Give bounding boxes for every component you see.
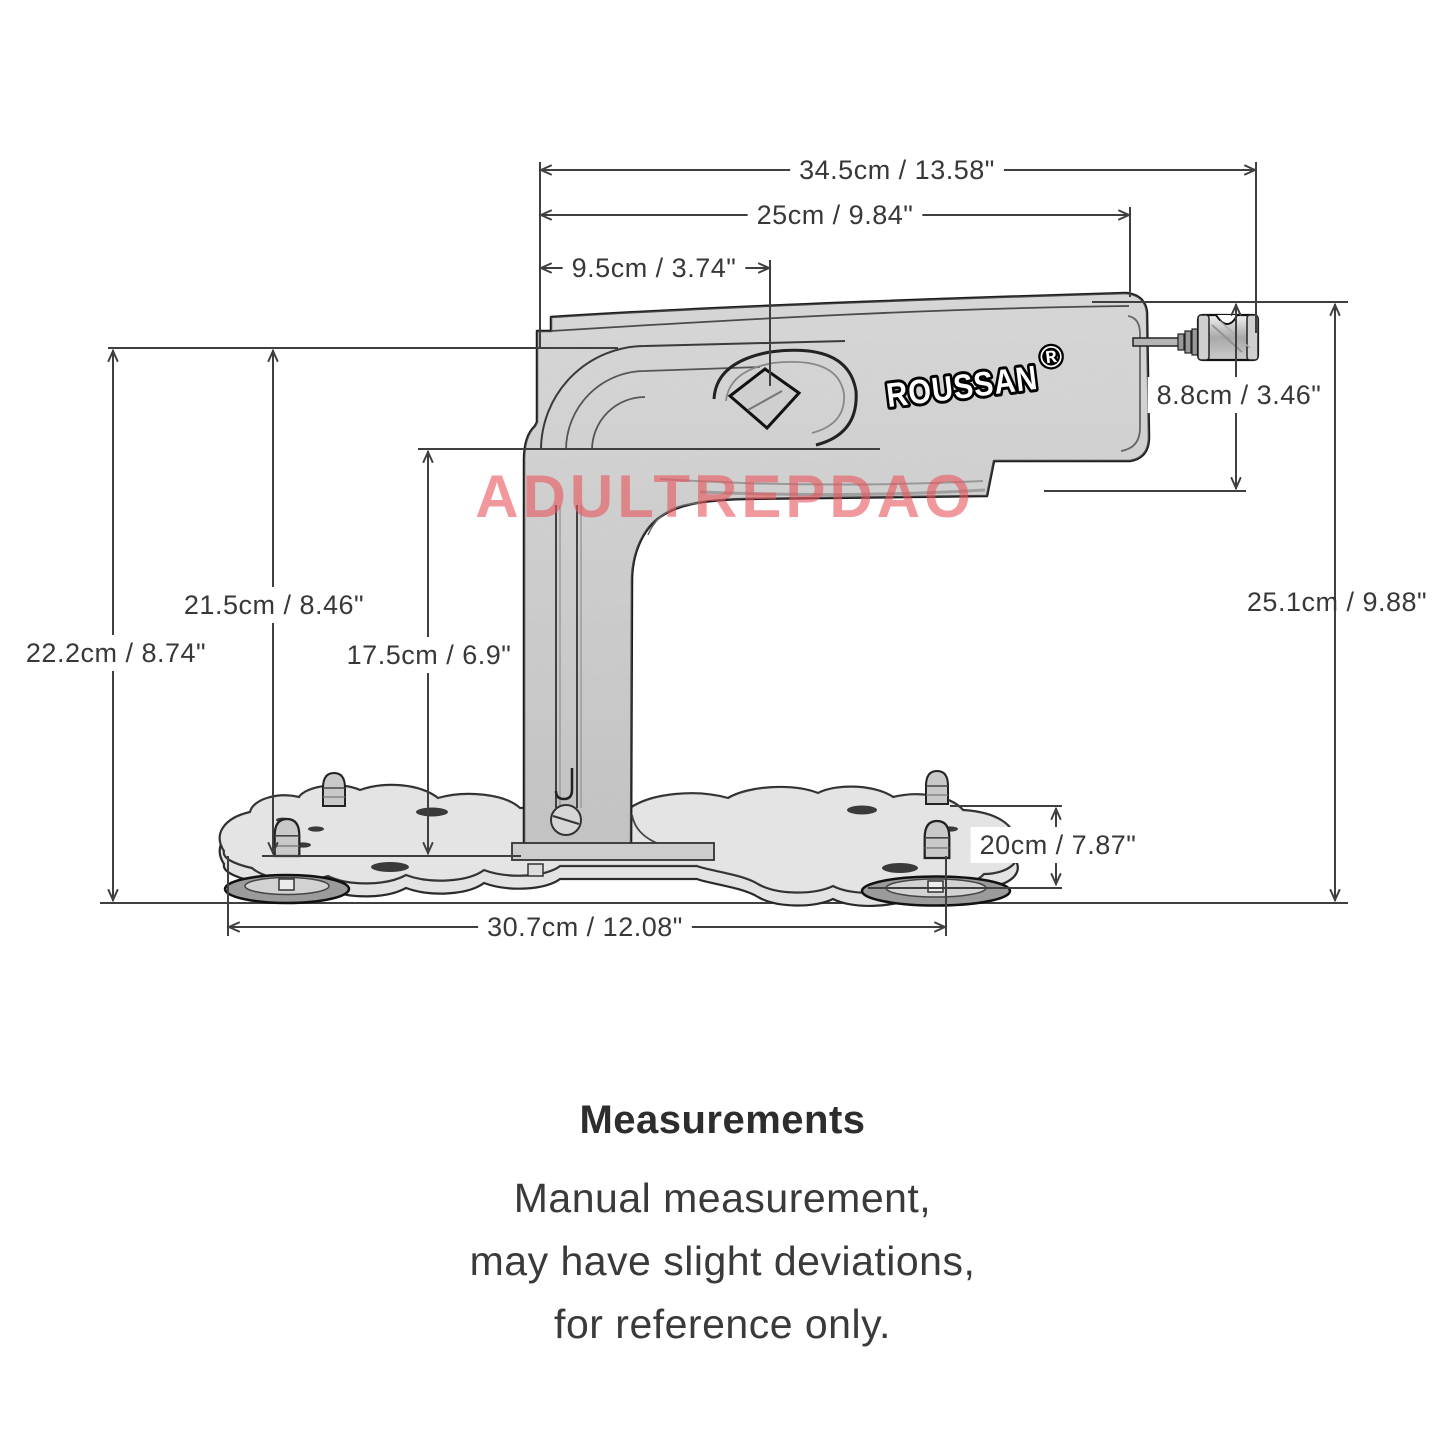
- dimension-label: 30.7cm / 12.08": [487, 912, 683, 942]
- machine-illustration: ROUSSAN ®: [218, 291, 1260, 908]
- column-screw-slot: [552, 815, 580, 825]
- arrowhead-icon: [1329, 889, 1341, 903]
- arrowhead-icon: [422, 449, 434, 463]
- drive-rod-assembly: [1132, 313, 1260, 362]
- column-hook: [554, 768, 574, 801]
- dimension-height-left: 22.2cm / 8.74": [16, 348, 216, 903]
- dimension-label: 8.8cm / 3.46": [1157, 380, 1322, 410]
- arrowhead-icon: [1329, 302, 1341, 316]
- underside-line: [699, 488, 986, 497]
- arrowhead-icon: [934, 921, 948, 933]
- arrowhead-icon: [538, 164, 552, 176]
- label-background: [337, 637, 521, 673]
- label-background: [562, 250, 746, 286]
- arrowhead-icon: [1244, 164, 1258, 176]
- dimension-body-length: 25cm / 9.84": [538, 197, 1132, 233]
- crank-guide-inner: [725, 361, 845, 434]
- dimension-front-offset: 9.5cm / 3.74": [538, 250, 772, 286]
- base-slot: [308, 826, 324, 832]
- arrowhead-icon: [107, 348, 119, 362]
- elbow-contour: [647, 502, 701, 536]
- base-pin: [925, 770, 949, 805]
- dimension-label: 34.5cm / 13.58": [799, 155, 995, 185]
- dimension-label: 17.5cm / 6.9": [347, 640, 512, 670]
- dimension-label: 9.5cm / 3.74": [572, 253, 737, 283]
- top-bevel-line: [550, 305, 1130, 332]
- note-title: Measurements: [579, 1098, 866, 1142]
- arrowhead-icon: [538, 262, 552, 274]
- label-background: [970, 827, 1146, 863]
- note-line: may have slight deviations,: [469, 1238, 976, 1284]
- arrowhead-icon: [758, 262, 772, 274]
- dimension-label: 25cm / 9.84": [757, 200, 914, 230]
- dimension-label: 22.2cm / 8.74": [26, 638, 206, 668]
- base-hole: [882, 863, 918, 873]
- dimension-overall-length: 34.5cm / 13.58": [538, 152, 1258, 188]
- rod-coupler: [1184, 330, 1192, 354]
- dimension-label: 25.1cm / 9.88": [1247, 587, 1427, 617]
- dimension-base-length: 30.7cm / 12.08": [226, 909, 948, 945]
- label-background: [1147, 377, 1331, 413]
- label-background: [747, 197, 923, 233]
- suction-cup-right: [860, 875, 1012, 907]
- watermark: ADULTREPDAO: [475, 463, 975, 530]
- arrowhead-icon: [1230, 302, 1242, 316]
- arrowhead-icon: [1230, 477, 1242, 491]
- label-background: [16, 635, 216, 671]
- base-hole: [416, 807, 448, 817]
- diamond-knob: [727, 367, 802, 431]
- arrowhead-icon: [226, 921, 240, 933]
- extension-lines: [108, 162, 1348, 936]
- diamond-knob-edge: [747, 390, 783, 411]
- elbow-contour: [591, 396, 646, 451]
- dimension-body-height: 8.8cm / 3.46": [1147, 302, 1331, 491]
- base-pin: [923, 819, 951, 860]
- base-plate: [218, 770, 1019, 908]
- underside-line: [659, 478, 984, 486]
- note-line: for reference only.: [554, 1301, 891, 1347]
- base-pin: [322, 772, 346, 807]
- label-background: [174, 587, 374, 623]
- elbow-contour: [565, 366, 761, 451]
- arrowhead-icon: [422, 842, 434, 856]
- label-background: [478, 909, 692, 945]
- arrowhead-icon: [538, 209, 552, 221]
- column-bracket: [511, 842, 715, 861]
- arrowhead-icon: [1050, 873, 1062, 887]
- label-background: [790, 152, 1004, 188]
- dimension-label: 21.5cm / 8.46": [184, 590, 364, 620]
- suction-cup-left: [223, 873, 351, 905]
- dimension-height-inner: 17.5cm / 6.9": [337, 449, 521, 856]
- base-hole: [371, 862, 409, 872]
- measurements-note: Measurements Manual measurement, may hav…: [0, 1098, 1445, 1356]
- machine-body: [522, 291, 1151, 860]
- dimension-base-depth: 20cm / 7.87": [970, 806, 1146, 887]
- cylinder-cap-left: [1197, 314, 1210, 361]
- right-inset-line: [1120, 315, 1141, 452]
- base-hole: [847, 805, 877, 815]
- dimension-label: 20cm / 7.87": [980, 830, 1137, 860]
- dimension-height-column: 21.5cm / 8.46": [174, 348, 374, 856]
- brand-registered-mark: ®: [1038, 340, 1064, 375]
- cylinder-notch: [1215, 314, 1238, 326]
- arrowhead-icon: [1118, 209, 1132, 221]
- arrowhead-icon: [267, 348, 279, 362]
- arrowhead-icon: [1050, 806, 1062, 820]
- arrowhead-icon: [107, 889, 119, 903]
- elbow-contour: [540, 340, 846, 451]
- note-line: Manual measurement,: [513, 1175, 932, 1221]
- support-column-details: [511, 505, 715, 861]
- base-center-bolt: [527, 863, 544, 877]
- rod-coupler: [1177, 333, 1185, 351]
- base-pin: [273, 817, 301, 858]
- arrowhead-icon: [267, 842, 279, 856]
- dimension-height-total: 25.1cm / 9.88": [1247, 302, 1427, 903]
- crank-assembly: [712, 348, 858, 447]
- crank-guide: [712, 348, 858, 447]
- dimension-annotations: 34.5cm / 13.58" 25cm / 9.84" 9.5cm / 3.74"…: [16, 152, 1427, 945]
